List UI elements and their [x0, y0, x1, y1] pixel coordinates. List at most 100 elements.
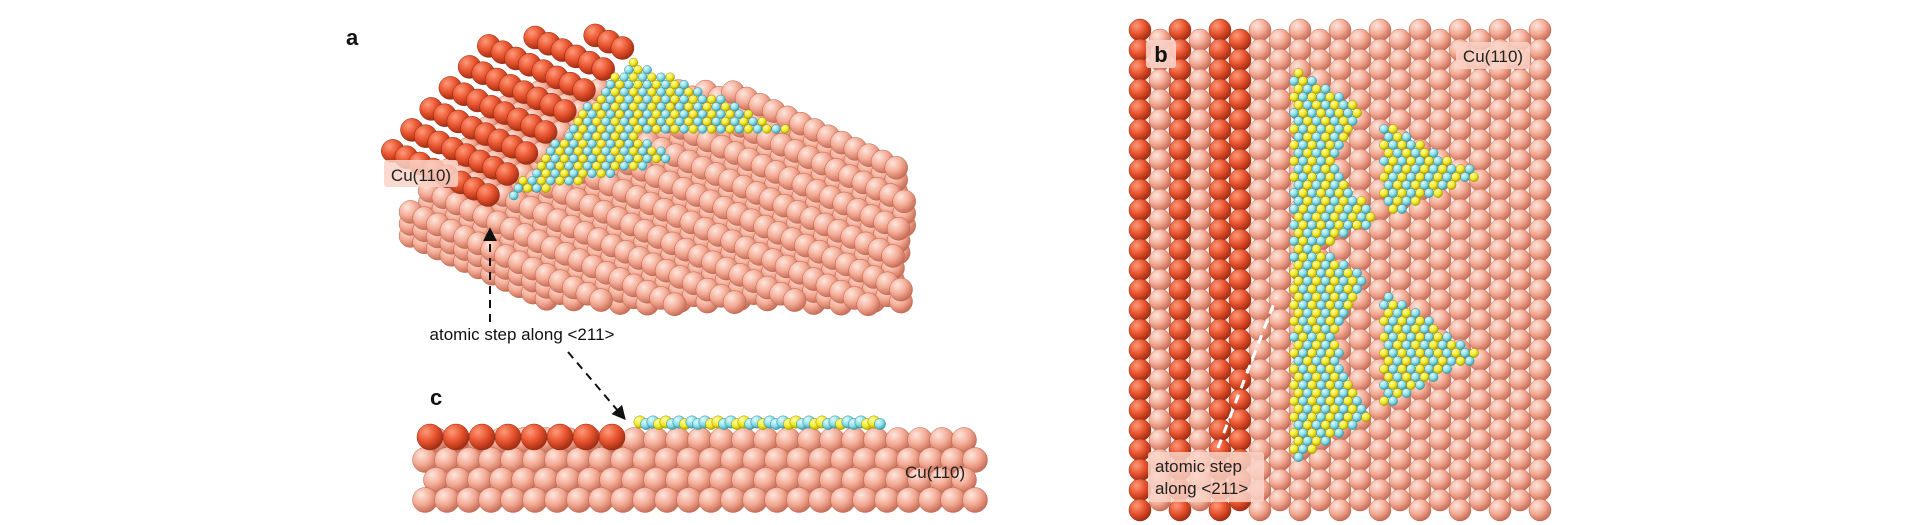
cu-atom	[1188, 168, 1212, 192]
cu-atom	[1288, 18, 1312, 42]
cu-atom	[1368, 458, 1392, 482]
adsorbate-atom-yellow	[1320, 132, 1331, 142]
cu-atom	[1248, 58, 1272, 82]
cu-atom	[1288, 458, 1312, 482]
adsorbate-atom-yellow	[628, 161, 639, 171]
adsorbate-atom-cyan	[1446, 164, 1457, 174]
adsorbate-atom-cyan	[752, 124, 763, 134]
adsorbate-atom-yellow	[1320, 148, 1331, 158]
adsorbate-atom-cyan	[1406, 316, 1416, 326]
cu-atom	[1468, 328, 1492, 352]
adsorbate-atom-yellow	[1307, 140, 1317, 150]
cu-atom	[1128, 78, 1152, 102]
adsorbate-atom-cyan	[1293, 164, 1304, 174]
adsorbate-atom-yellow	[1433, 348, 1443, 358]
cu-atom	[1208, 18, 1232, 42]
adsorbate-atom-cyan	[1320, 324, 1331, 334]
cu-atom	[1488, 418, 1512, 442]
label-background	[1456, 42, 1530, 69]
adsorbate-atom-cyan	[1316, 380, 1326, 390]
adsorbate-atom-yellow	[1293, 372, 1304, 382]
adsorbate-atom-yellow	[614, 124, 625, 134]
adsorbate-atom-cyan	[1307, 220, 1317, 230]
adsorbate-atom-yellow	[1415, 316, 1425, 326]
cu-atom	[1528, 38, 1552, 62]
adsorbate-atom-yellow	[1338, 180, 1349, 190]
adsorbate-atom-cyan	[1298, 124, 1308, 134]
adsorbate-atom-yellow	[1401, 356, 1412, 366]
adsorbate-atom-yellow	[1307, 396, 1317, 406]
cu-atom	[1208, 38, 1232, 62]
cu-atom	[1188, 228, 1212, 252]
adsorbate-atom-cyan	[1320, 340, 1331, 350]
cu-atom	[1488, 318, 1512, 342]
cu-atom	[1448, 498, 1472, 522]
adsorbate-atom-cyan	[587, 124, 597, 134]
cu-atom	[1528, 278, 1552, 302]
adsorbate-atom-yellow	[1419, 164, 1430, 174]
cu-atom	[1208, 118, 1232, 142]
adsorbate-atom-yellow	[1289, 428, 1299, 438]
adsorbate-atom-yellow	[610, 131, 620, 142]
adsorbate-atom-cyan	[637, 161, 648, 171]
adsorbate-atom-yellow	[591, 161, 602, 171]
cu-atom	[1468, 208, 1492, 232]
cu-atom	[1428, 488, 1452, 512]
adsorbate-atom-cyan	[1307, 188, 1317, 198]
cu-atom	[830, 487, 856, 513]
adsorbate-atom-cyan	[1442, 172, 1452, 182]
cu-atom	[1148, 328, 1172, 352]
label-background	[384, 160, 458, 187]
cu-atom	[495, 162, 519, 186]
adsorbate-atom-yellow	[1316, 204, 1326, 214]
adsorbate-atom-yellow	[1289, 364, 1299, 374]
adsorbate-atom-cyan	[1338, 372, 1349, 382]
cu-atom	[1168, 418, 1192, 442]
adsorbate-atom-cyan	[568, 168, 579, 179]
adsorbate-atom-cyan	[601, 146, 611, 156]
adsorbate-atom-yellow	[1307, 412, 1317, 422]
adsorbate-atom-cyan	[637, 102, 648, 112]
step-line-b	[1216, 297, 1278, 449]
adsorbate-atom-cyan	[1325, 332, 1335, 342]
adsorbate-atom-cyan	[1316, 284, 1326, 294]
cu-atom	[1208, 78, 1232, 102]
adsorbate-atom-cyan	[601, 116, 611, 127]
cu-atom	[1228, 428, 1252, 452]
cu-atom	[1488, 338, 1512, 362]
adsorbate-atom-yellow	[651, 94, 662, 105]
adsorbate-atom-yellow	[614, 79, 625, 90]
cu-atom	[1528, 238, 1552, 262]
adsorbate-atom-yellow	[1392, 196, 1403, 206]
adsorbate-atom-yellow	[1379, 316, 1389, 326]
adsorbate-atom-cyan	[532, 168, 542, 179]
adsorbate-atom-cyan	[619, 87, 629, 97]
adsorbate-atom-yellow	[573, 116, 583, 127]
adsorbate-atom-cyan	[637, 146, 648, 156]
adsorbate-atom-cyan	[697, 124, 708, 134]
cu-atom	[1208, 278, 1232, 302]
cu-atom	[1268, 228, 1292, 252]
adsorbate-atom-cyan	[619, 116, 629, 127]
cu-atom	[1148, 248, 1172, 272]
adsorbate-atom-yellow	[1316, 108, 1326, 118]
adsorbate-atom-yellow	[633, 109, 643, 119]
cu-atom	[1428, 68, 1452, 92]
cu-atom	[1508, 128, 1532, 152]
cu-atom	[1488, 98, 1512, 122]
adsorbate-atom-yellow	[633, 94, 643, 105]
cu-atom	[1428, 268, 1452, 292]
cu-atom	[1208, 238, 1232, 262]
adsorbate-atom-yellow	[1307, 300, 1317, 310]
cu-atom	[1388, 28, 1412, 52]
adsorbate-atom-cyan	[711, 102, 721, 112]
adsorbate-atom-yellow	[1352, 108, 1362, 118]
cu-atom	[1528, 358, 1552, 382]
adsorbate-atom-cyan	[1334, 428, 1344, 438]
adsorbate-atom-yellow	[1311, 404, 1322, 414]
cu-atom	[1188, 348, 1212, 372]
cu-atom	[1268, 88, 1292, 112]
cu-atom	[1208, 258, 1232, 282]
adsorbate-atom-yellow	[578, 139, 588, 149]
adsorbate-atom-cyan	[1302, 260, 1313, 270]
